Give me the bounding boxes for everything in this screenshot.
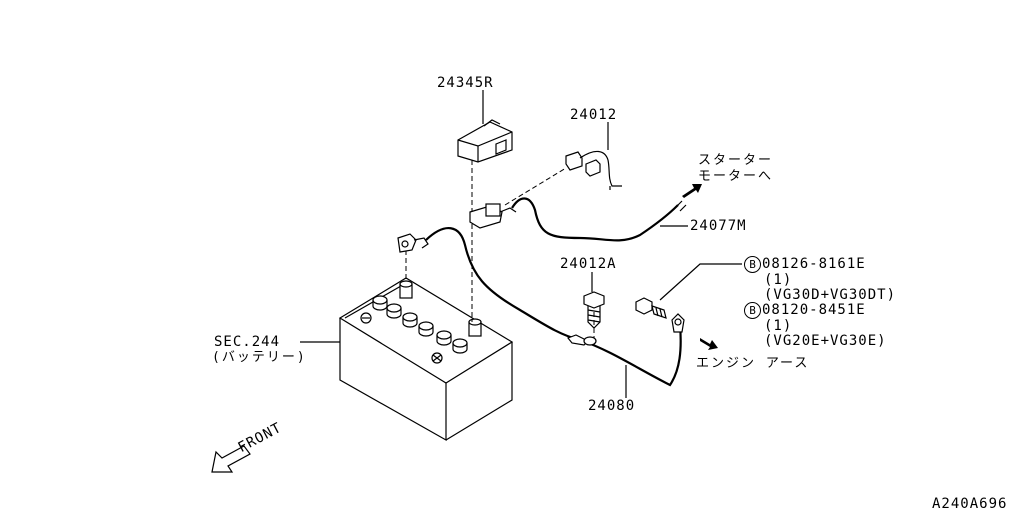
note-starter-line1: スターター	[698, 153, 774, 168]
battery-drawing	[338, 277, 514, 442]
battery-caps	[372, 295, 468, 354]
label-24077M: 24077M	[690, 218, 747, 234]
terminal-cover-drawing	[457, 119, 513, 163]
ground-cable-drawing	[397, 227, 685, 387]
label-24345R: 24345R	[437, 75, 494, 91]
bolt-spec-1-app: (VG30D+VG30DT)	[764, 287, 897, 303]
label-battery: (バッテリー)	[212, 350, 307, 365]
label-24080: 24080	[588, 398, 636, 414]
diagram-id: A240A696	[932, 496, 1008, 512]
note-engine-ground: エンジン アース	[696, 356, 810, 371]
note-starter-line2: モーターへ	[698, 169, 774, 184]
bolt-spec-2-app: (VG20E+VG30E)	[764, 333, 887, 349]
leader-lines	[300, 90, 742, 398]
bolt-B-drawing	[635, 297, 667, 319]
bolt-part-number: 08120-8451E	[762, 302, 866, 318]
bolt-marker-icon: B	[744, 256, 761, 273]
plus-symbol	[431, 352, 443, 364]
bolt-spec-2-qty: (1)	[764, 318, 793, 334]
front-arrow-icon	[211, 445, 251, 473]
label-24012A: 24012A	[560, 256, 617, 272]
minus-symbol	[360, 312, 372, 324]
arrow-to-engine-ground	[700, 338, 718, 350]
label-24012: 24012	[570, 107, 618, 123]
bolt-part-number: 08126-8161E	[762, 256, 866, 272]
battery-terminals	[399, 280, 482, 337]
arrow-to-starter	[682, 184, 702, 198]
bolt-marker-icon: B	[744, 302, 761, 319]
bolt-24012A-drawing	[583, 291, 605, 329]
label-sec244: SEC.244	[214, 334, 281, 350]
bolt-spec-1-qty: (1)	[764, 272, 793, 288]
positive-cable-drawing	[469, 197, 687, 242]
harness-drawing	[565, 150, 622, 190]
harness-alignment-line	[504, 167, 567, 206]
